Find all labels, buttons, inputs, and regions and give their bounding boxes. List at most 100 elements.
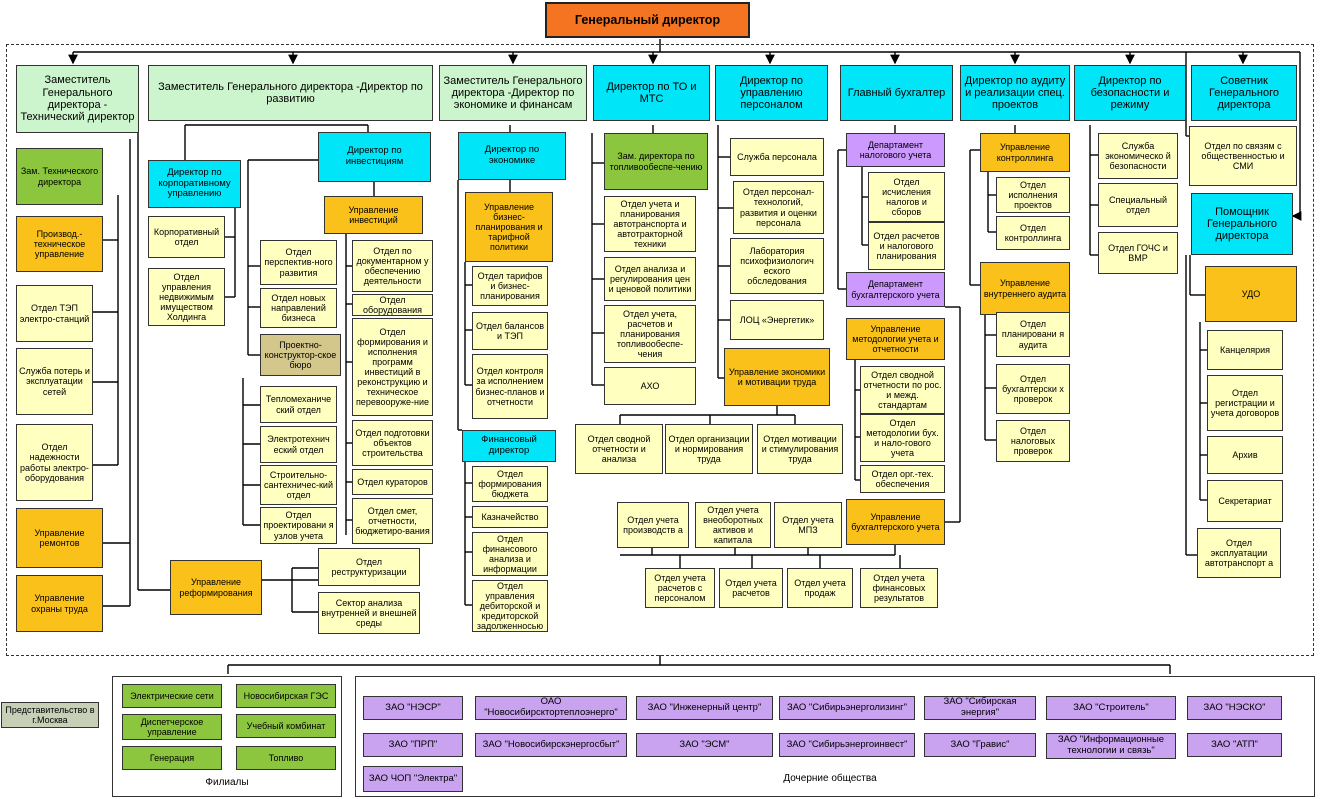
dev-corp-dept: Корпоративный отдел: [148, 216, 225, 258]
dev-design-bureau: Проектно-конструктор-ское бюро: [260, 334, 341, 376]
audit-projects: Отдел исполнения проектов: [996, 177, 1070, 213]
deputy-development-director: Заместитель Генерального директора -Дире…: [148, 65, 433, 121]
subsidiary-item: ЗАО "Информационные технологии и связь": [1046, 733, 1176, 759]
econ-budget: Отдел формирования бюджета: [472, 466, 548, 502]
hr-technologies: Отдел персонал-технологий, развития и оц…: [733, 181, 824, 234]
tomts-accounting: Отдел учета, расчетов и планирования топ…: [604, 305, 696, 363]
hr-organization: Отдел организации и нормирования труда: [665, 424, 753, 474]
audit-buh-checks: Отдел бухгалтерски х проверок: [996, 364, 1070, 414]
branch-item: Электрические сети: [122, 684, 222, 708]
acc-results: Отдел учета финансовых результатов: [860, 568, 938, 608]
adv-archive: Архив: [1207, 436, 1283, 474]
subsidiary-item: ЗАО "НЭСР": [363, 696, 463, 720]
subsidiaries-caption: Дочерние общества: [783, 773, 877, 784]
sec-gochs: Отдел ГОЧС и ВМР: [1098, 232, 1178, 274]
dev-curators: Отдел кураторов: [352, 469, 433, 495]
econ-finance-director: Финансовый директор: [462, 430, 556, 462]
dev-docs: Отдел по документарном у обеспечению дея…: [352, 240, 433, 292]
econ-director: Директор по экономике: [458, 132, 566, 180]
company-frame: [6, 44, 1314, 656]
acc-buh-dept: Департамент бухгалтерского учета: [846, 272, 945, 307]
dev-metering-design: Отдел проектировани я узлов учета: [260, 507, 337, 544]
adv-office: Канцелярия: [1207, 330, 1283, 370]
hr-service: Служба персонала: [730, 138, 824, 176]
adv-contracts: Отдел регистрации и учета договоров: [1207, 375, 1283, 431]
acc-methodology-dept: Отдел методологии бух. и нало-гового уче…: [860, 414, 945, 462]
adv-udo: УДО: [1205, 266, 1297, 322]
subsidiary-item: ЗАО "ЭСМ": [636, 733, 773, 757]
chief-accountant: Главный бухгалтер: [840, 65, 953, 121]
tech-losses: Служба потерь и эксплуатации сетей: [16, 348, 93, 415]
acc-sales: Отдел учета продаж: [787, 568, 853, 608]
acc-methodology-mgmt: Управление методологии учета и отчетност…: [846, 318, 945, 360]
econ-analysis: Отдел финансового анализа и информации: [472, 532, 548, 576]
econ-tariffs: Отдел тарифов и бизнес-планирования: [472, 266, 548, 306]
branch-item: Генерация: [122, 746, 222, 770]
dev-electro: Электротехнич еский отдел: [260, 426, 337, 463]
tech-reliability: Отдел надежности работы электро-оборудов…: [16, 424, 93, 501]
adv-pr: Отдел по связям с общественностью и СМИ: [1189, 126, 1297, 186]
acc-tax-dept: Департамент налогового учета: [846, 133, 945, 167]
deputy-economics-director: Заместитель Генерального директора -Дире…: [439, 65, 587, 121]
subsidiary-item: ЗАО "АТП": [1187, 733, 1282, 757]
subsidiary-item: ЗАО "Сибирьэнергоинвест": [779, 733, 915, 757]
acc-intl-reporting: Отдел сводной отчетности по рос. и межд.…: [860, 366, 945, 414]
dev-estimates: Отдел смет, отчетности, бюджетиро-вания: [352, 498, 433, 544]
tech-repairs: Управление ремонтов: [16, 508, 103, 568]
tech-pto: Производ.-техническое управление: [16, 216, 103, 272]
tech-tep: Отдел ТЭП электро-станций: [16, 285, 93, 342]
sec-economic: Служба экономическо й безопасности: [1098, 133, 1178, 179]
dev-property: Отдел управления недвижимым имуществом Х…: [148, 268, 225, 326]
advisor-ceo: Советник Генерального директора: [1191, 65, 1297, 121]
dev-reform: Управление реформирования: [170, 560, 262, 615]
dev-corp-director: Директор по корпоративному управлению: [148, 160, 241, 208]
acc-tax-calc: Отдел исчисления налогов и сборов: [868, 172, 945, 222]
dev-investment-director: Директор по инвестициям: [318, 132, 431, 182]
dev-programs: Отдел формирования и исполнения программ…: [352, 318, 433, 416]
director-security: Директор по безопасности и режиму: [1074, 65, 1186, 121]
subsidiary-item: ОАО "Новосибирсктортеплоэнерго": [475, 696, 627, 720]
audit-internal-mgmt: Управление внутреннего аудита: [980, 262, 1070, 315]
hr-loc: ЛОЦ «Энергетик»: [730, 300, 824, 340]
tomts-prices: Отдел анализа и регулирования цен и цено…: [604, 257, 696, 301]
branches-frame: [112, 676, 342, 797]
sec-special: Специальный отдел: [1098, 183, 1178, 227]
acc-buh-mgmt: Управление бухгалтерского учета: [846, 499, 945, 545]
branch-item: Диспетчерское управление: [122, 714, 222, 740]
hr-lab: Лаборатория психофизиологич еского обсле…: [730, 238, 824, 294]
dev-construction-prep: Отдел подготовки объектов строительства: [352, 420, 433, 466]
hr-summary: Отдел сводной отчетности и анализа: [575, 424, 663, 474]
audit-controlling-mgmt: Управление контроллинга: [980, 133, 1070, 172]
dev-thermo: Тепломеханиче ский отдел: [260, 386, 337, 423]
branch-item: Учебный комбинат: [236, 714, 336, 738]
dev-environment-analysis: Сектор анализа внутренней и внешней сред…: [318, 592, 420, 634]
subsidiary-item: ЗАО "Строитель": [1046, 696, 1176, 720]
moscow-office: Представительство в г.Москва: [1, 702, 99, 728]
subsidiary-item: ЗАО "НЭСКО": [1187, 696, 1282, 720]
tomts-aho: АХО: [604, 367, 696, 405]
hr-motivation: Отдел мотивации и стимулирования труда: [757, 424, 843, 474]
subsidiary-item: ЗАО "Сибирская энергия": [924, 696, 1036, 720]
econ-planning-mgmt: Управление бизнес-планирования и тарифно…: [465, 192, 553, 262]
econ-balance: Отдел балансов и ТЭП: [472, 312, 548, 350]
audit-controlling-dept: Отдел контроллинга: [996, 216, 1070, 250]
tech-deputy: Зам. Технического директора: [16, 148, 103, 205]
subsidiary-item: ЗАО "Новосибирскэнергосбыт": [475, 733, 627, 757]
subsidiary-item: ЗАО "Сибирьэнерголизинг": [779, 696, 915, 720]
acc-assets: Отдел учета внеоборотных активов и капит…: [695, 502, 771, 548]
subsidiary-item: ЗАО ЧОП "Электра": [363, 766, 463, 792]
econ-debt: Отдел управления дебиторской и кредиторс…: [472, 580, 548, 632]
acc-mpz: Отдел учета МПЗ: [774, 502, 842, 548]
acc-staff: Отдел учета расчетов с персоналом: [645, 568, 715, 608]
deputy-technical-director: Заместитель Генерального директора - Тех…: [16, 65, 139, 133]
acc-tax-plan: Отдел расчетов и налогового планирования: [868, 222, 945, 270]
subsidiary-item: ЗАО "Инженерный центр": [636, 696, 773, 720]
audit-tax-checks: Отдел налоговых проверок: [996, 420, 1070, 462]
branch-item: Топливо: [236, 746, 336, 770]
dev-perspective: Отдел перспектив-ного развития: [260, 240, 337, 285]
director-hr: Директор по управлению персоналом: [715, 65, 828, 121]
dev-new-directions: Отдел новых направлений бизнеса: [260, 288, 337, 328]
director-to-mts: Директор по ТО и МТС: [593, 65, 710, 121]
hr-econ-motivation: Управление экономики и мотивации труда: [724, 348, 830, 406]
